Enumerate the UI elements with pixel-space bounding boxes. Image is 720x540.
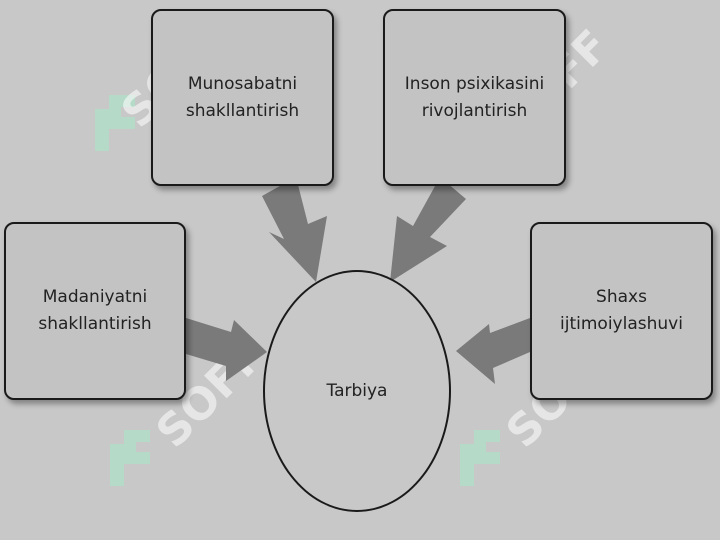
node-right: Shaxs ijtimoiylashuvi: [530, 222, 713, 400]
watermark-mark: [95, 95, 135, 151]
center-node: Tarbiya: [263, 270, 451, 512]
arrow-left-to-center: [186, 318, 267, 381]
arrow-right-to-center: [456, 318, 530, 384]
node-left: Madaniyatni shakllantirish: [4, 222, 186, 400]
arrow-top-right-to-center: [390, 177, 466, 282]
node-top-left: Munosabatni shakllantirish: [151, 9, 334, 186]
center-node-label: Tarbiya: [326, 381, 388, 401]
watermark-mark: [110, 430, 150, 486]
watermark-mark: [460, 430, 500, 486]
node-top-right: Inson psixikasini rivojlantirish: [383, 9, 566, 186]
arrow-top-left-to-center: [262, 177, 327, 282]
